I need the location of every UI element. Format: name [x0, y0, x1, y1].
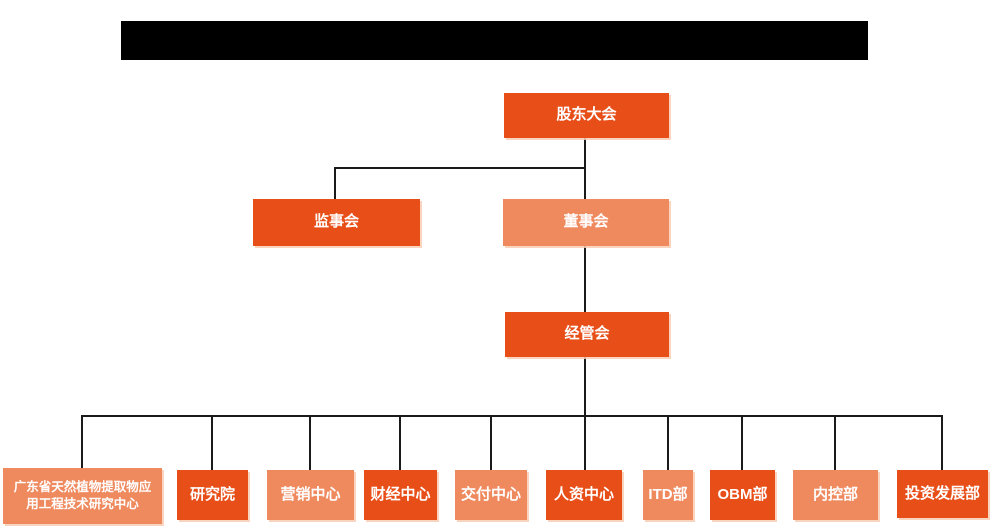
org-node-label: 经管会: [564, 325, 610, 343]
org-node-research-institute: 研究院: [177, 470, 248, 520]
org-node-label: 投资发展部: [904, 484, 980, 502]
org-node-label: 监事会: [313, 213, 359, 231]
org-node-finance-center: 财经中心: [364, 470, 437, 520]
org-node-label: 股东大会: [556, 106, 617, 124]
org-node-investment-dev-dept: 投资发展部: [897, 470, 988, 518]
org-node-label: 研究院: [189, 485, 235, 503]
connector-departments-horizontal: [81, 415, 943, 417]
connector-drop-internal-control-dept: [834, 415, 836, 470]
org-node-internal-control-dept: 内控部: [793, 470, 878, 520]
connector-drop-marketing-center: [309, 415, 311, 470]
org-node-delivery-center: 交付中心: [455, 470, 527, 520]
org-node-label: 董事会: [563, 213, 609, 231]
connector-management-trunk: [584, 357, 586, 470]
org-node-label-line2: 用工程技术研究中心: [26, 497, 139, 511]
org-node-label: 内控部: [812, 485, 858, 503]
connector-drop-obm-dept: [741, 415, 743, 470]
org-node-obm-dept: OBM部: [710, 470, 775, 520]
connector-board-management: [584, 246, 586, 312]
connector-drop-finance-center: [399, 415, 401, 470]
org-node-itd-dept: ITD部: [643, 470, 693, 520]
org-node-label: 营销中心: [280, 485, 341, 503]
org-node-gd-research-center: 广东省天然植物提取物应 用工程技术研究中心: [3, 468, 162, 524]
connector-drop-investment-dev-dept: [941, 415, 943, 470]
connector-drop-gd-research-center: [81, 415, 83, 470]
org-node-label-line1: 广东省天然植物提取物应: [13, 480, 152, 495]
org-node-label: ITD部: [648, 485, 688, 503]
org-node-shareholders-meeting: 股东大会: [504, 93, 669, 138]
org-node-hr-center: 人资中心: [546, 470, 622, 520]
org-node-supervisory-board: 监事会: [253, 199, 420, 246]
connector-level2-horizontal: [335, 167, 586, 169]
org-node-label: OBM部: [717, 485, 768, 503]
connector-drop-delivery-center: [490, 415, 492, 470]
org-node-label: 人资中心: [553, 485, 614, 503]
connector-drop-research-institute: [211, 415, 213, 470]
connector-drop-itd-dept: [667, 415, 669, 470]
org-node-label: 交付中心: [460, 485, 521, 503]
org-node-marketing-center: 营销中心: [267, 470, 354, 520]
org-node-label: 财经中心: [370, 485, 431, 503]
redacted-title-bar: [121, 21, 868, 60]
org-node-management-committee: 经管会: [505, 312, 669, 357]
connector-drop-supervisory: [334, 167, 336, 199]
org-node-board-of-directors: 董事会: [503, 199, 669, 246]
